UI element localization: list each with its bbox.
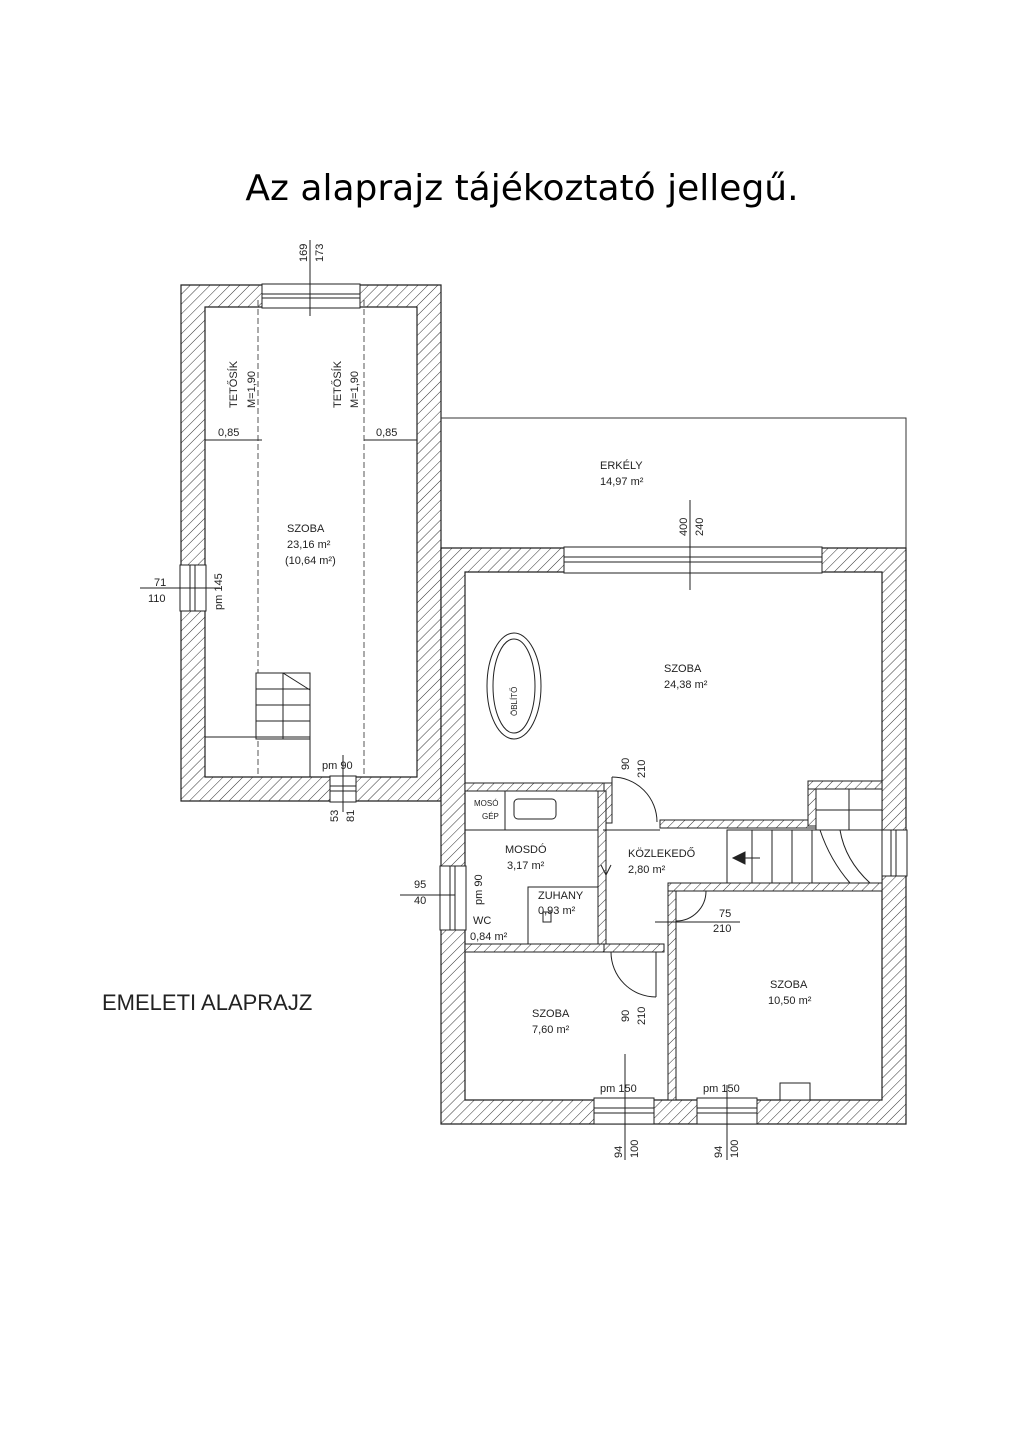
tetosik-left-height: M=1,90	[246, 371, 258, 408]
left-wing-stairs	[255, 672, 311, 740]
kozlekedo-area: 2,80 m²	[628, 864, 666, 876]
dim-top-window-1: 169	[298, 244, 310, 262]
dim-bottom-left-pm: pm 150	[600, 1083, 637, 1095]
dim-wc-window-pm: pm 90	[473, 874, 485, 905]
kozlekedo-name: KÖZLEKEDŐ	[628, 846, 696, 860]
erkely-name: ERKÉLY	[600, 459, 643, 472]
shower	[527, 886, 599, 945]
dim-erkely-2: 240	[694, 518, 706, 536]
small-szoba-area: 7,60 m²	[532, 1024, 570, 1036]
dim-small-door-1: 90	[620, 1010, 632, 1022]
erkely-area: 14,97 m²	[600, 476, 644, 488]
left-wing	[140, 240, 442, 812]
distance-left: 0,85	[218, 427, 239, 439]
left-szoba-area2: (10,64 m²)	[285, 555, 336, 567]
tetosik-left-label: TETŐSÍK	[226, 360, 240, 408]
dim-main-door-1: 90	[620, 758, 632, 770]
moso-label: MOSÓ	[474, 799, 498, 808]
dim-right-door-2: 210	[713, 923, 731, 935]
gep-label: GÉP	[482, 812, 499, 821]
partition-top	[464, 782, 606, 792]
dim-erkely-1: 400	[678, 518, 690, 536]
sink	[513, 798, 557, 820]
tetosik-right-height: M=1,90	[349, 371, 361, 408]
dim-right-door-1: 75	[719, 908, 731, 920]
left-wing-window-top	[261, 283, 361, 309]
dim-small-door-2: 210	[636, 1007, 648, 1025]
left-szoba-name: SZOBA	[287, 523, 325, 535]
wc-name: WC	[473, 915, 491, 927]
mosdo-area: 3,17 m²	[507, 860, 545, 872]
dim-left-bottom-1: 53	[329, 810, 341, 822]
main-stairs	[726, 788, 883, 884]
bathtub-label: ÖBLÍTŐ	[510, 687, 519, 716]
bathtub	[486, 632, 542, 740]
dim-bottom-right-2: 100	[729, 1140, 741, 1158]
page-title: Az alaprajz tájékoztató jellegű.	[245, 168, 799, 209]
zuhany-name: ZUHANY	[538, 890, 584, 902]
erkely-door-window	[563, 546, 823, 574]
dim-bottom-left-2: 100	[629, 1140, 641, 1158]
dim-left-bottom-2: 81	[345, 810, 357, 822]
dim-wc-window-2: 40	[414, 895, 426, 907]
left-szoba-area: 23,16 m²	[287, 539, 331, 551]
plan-label: EMELETI ALAPRAJZ	[102, 990, 312, 1015]
dim-left-bottom-pm: pm 90	[322, 760, 353, 772]
tetosik-right-label: TETŐSÍK	[330, 360, 344, 408]
dim-left-window-2: 110	[148, 593, 166, 605]
right-szoba-area: 10,50 m²	[768, 995, 812, 1007]
mosdo-name: MOSDÓ	[505, 843, 547, 856]
right-szoba-name: SZOBA	[770, 979, 808, 991]
dim-main-door-2: 210	[636, 760, 648, 778]
main-szoba-name: SZOBA	[664, 663, 702, 675]
dim-wc-window-1: 95	[414, 879, 426, 891]
dim-bottom-left-1: 94	[613, 1146, 625, 1158]
distance-right: 0,85	[376, 427, 397, 439]
erkely-outline	[441, 417, 907, 548]
dim-bottom-right-1: 94	[713, 1146, 725, 1158]
zuhany-area: 0,93 m²	[538, 905, 576, 917]
small-szoba-name: SZOBA	[532, 1008, 570, 1020]
dim-bottom-right-pm: pm 150	[703, 1083, 740, 1095]
wc-area: 0,84 m²	[470, 931, 508, 943]
main-szoba-area: 24,38 m²	[664, 679, 708, 691]
dim-top-window-2: 173	[314, 244, 326, 262]
right-wing	[400, 417, 908, 1160]
dim-left-window-pm: pm 145	[213, 573, 225, 610]
dim-left-window-1: 71	[154, 577, 166, 589]
